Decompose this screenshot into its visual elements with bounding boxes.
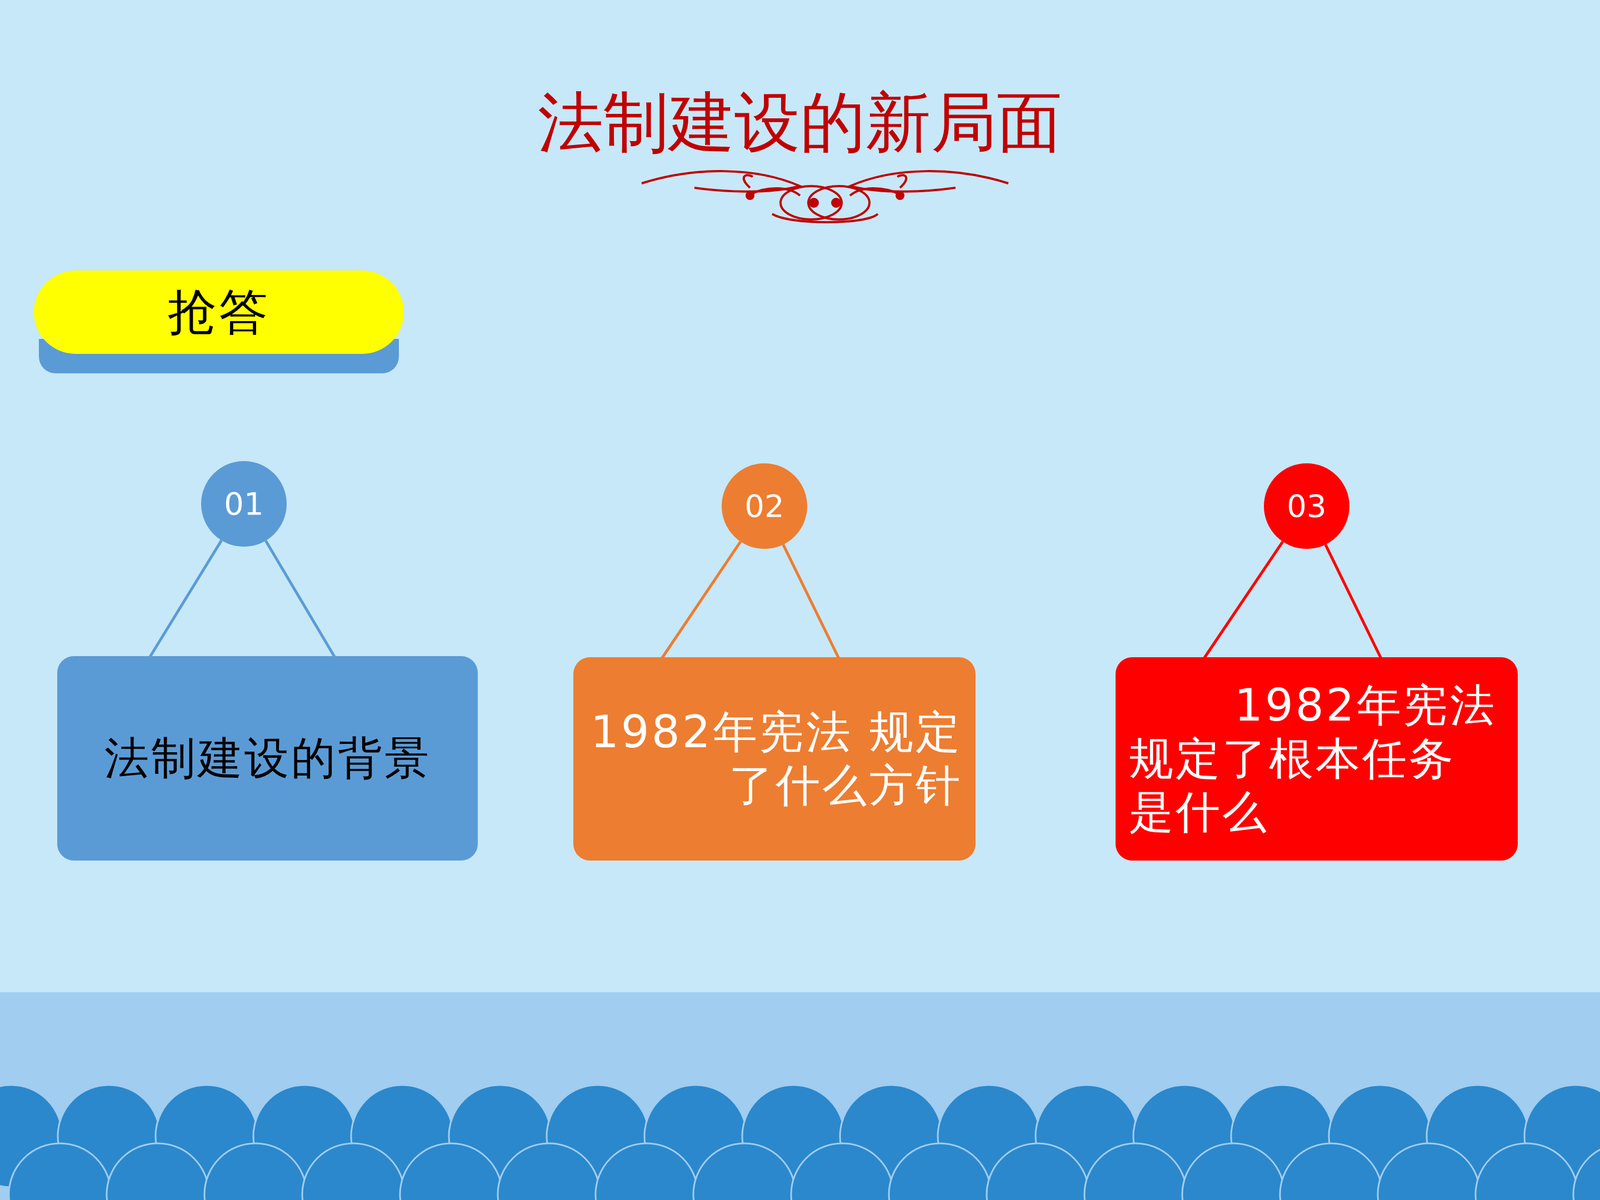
wave-scallops <box>0 1085 1600 1200</box>
scallop <box>1280 1143 1383 1200</box>
quiz-pill: 抢答 <box>33 270 404 354</box>
scallop <box>888 1143 992 1200</box>
callout-number: 01 <box>201 485 287 523</box>
callout-number: 02 <box>721 487 808 525</box>
hanging-connector <box>1203 541 1382 659</box>
number-circle: 01 <box>201 461 287 547</box>
scallop <box>497 1143 600 1200</box>
callout-number: 03 <box>1263 487 1350 525</box>
scallop <box>595 1143 698 1200</box>
slide-title: 法制建设的新局面 <box>0 83 1600 163</box>
hanging-connector <box>150 540 335 658</box>
connector-line <box>661 541 741 659</box>
box-label: 1982年宪法 规定了什么方针 <box>586 705 963 813</box>
connector-line <box>150 540 222 658</box>
scallop <box>1182 1143 1285 1200</box>
scallop <box>8 1143 112 1200</box>
scallop <box>302 1143 405 1200</box>
scallop <box>204 1143 307 1200</box>
scallop <box>1573 1143 1600 1200</box>
scallop <box>1084 1143 1187 1200</box>
box-label: 抢答 <box>47 282 391 342</box>
title-flourish <box>641 171 1009 223</box>
connector-line <box>1325 544 1382 659</box>
number-circle: 02 <box>721 463 808 549</box>
connector-line <box>265 540 335 658</box>
question-box: 1982年宪法 规定了什么方针 <box>573 657 976 861</box>
scallop <box>986 1143 1089 1200</box>
scallop <box>1377 1143 1480 1200</box>
question-box: 1982年宪法 规定了根本任务 是什么 <box>1115 657 1518 861</box>
hanging-connector <box>661 541 839 659</box>
question-box: 法制建设的背景 <box>57 656 478 861</box>
number-circle: 03 <box>1263 463 1350 549</box>
scallop <box>1475 1143 1578 1200</box>
scallop <box>693 1143 796 1200</box>
connector-line <box>1203 541 1283 659</box>
box-label: 1982年宪法 规定了根本任务 是什么 <box>1128 678 1505 839</box>
scallop <box>791 1143 894 1200</box>
box-label: 法制建设的背景 <box>70 731 465 785</box>
connector-line <box>783 544 839 659</box>
scallop <box>106 1143 209 1200</box>
scallop <box>400 1143 503 1200</box>
